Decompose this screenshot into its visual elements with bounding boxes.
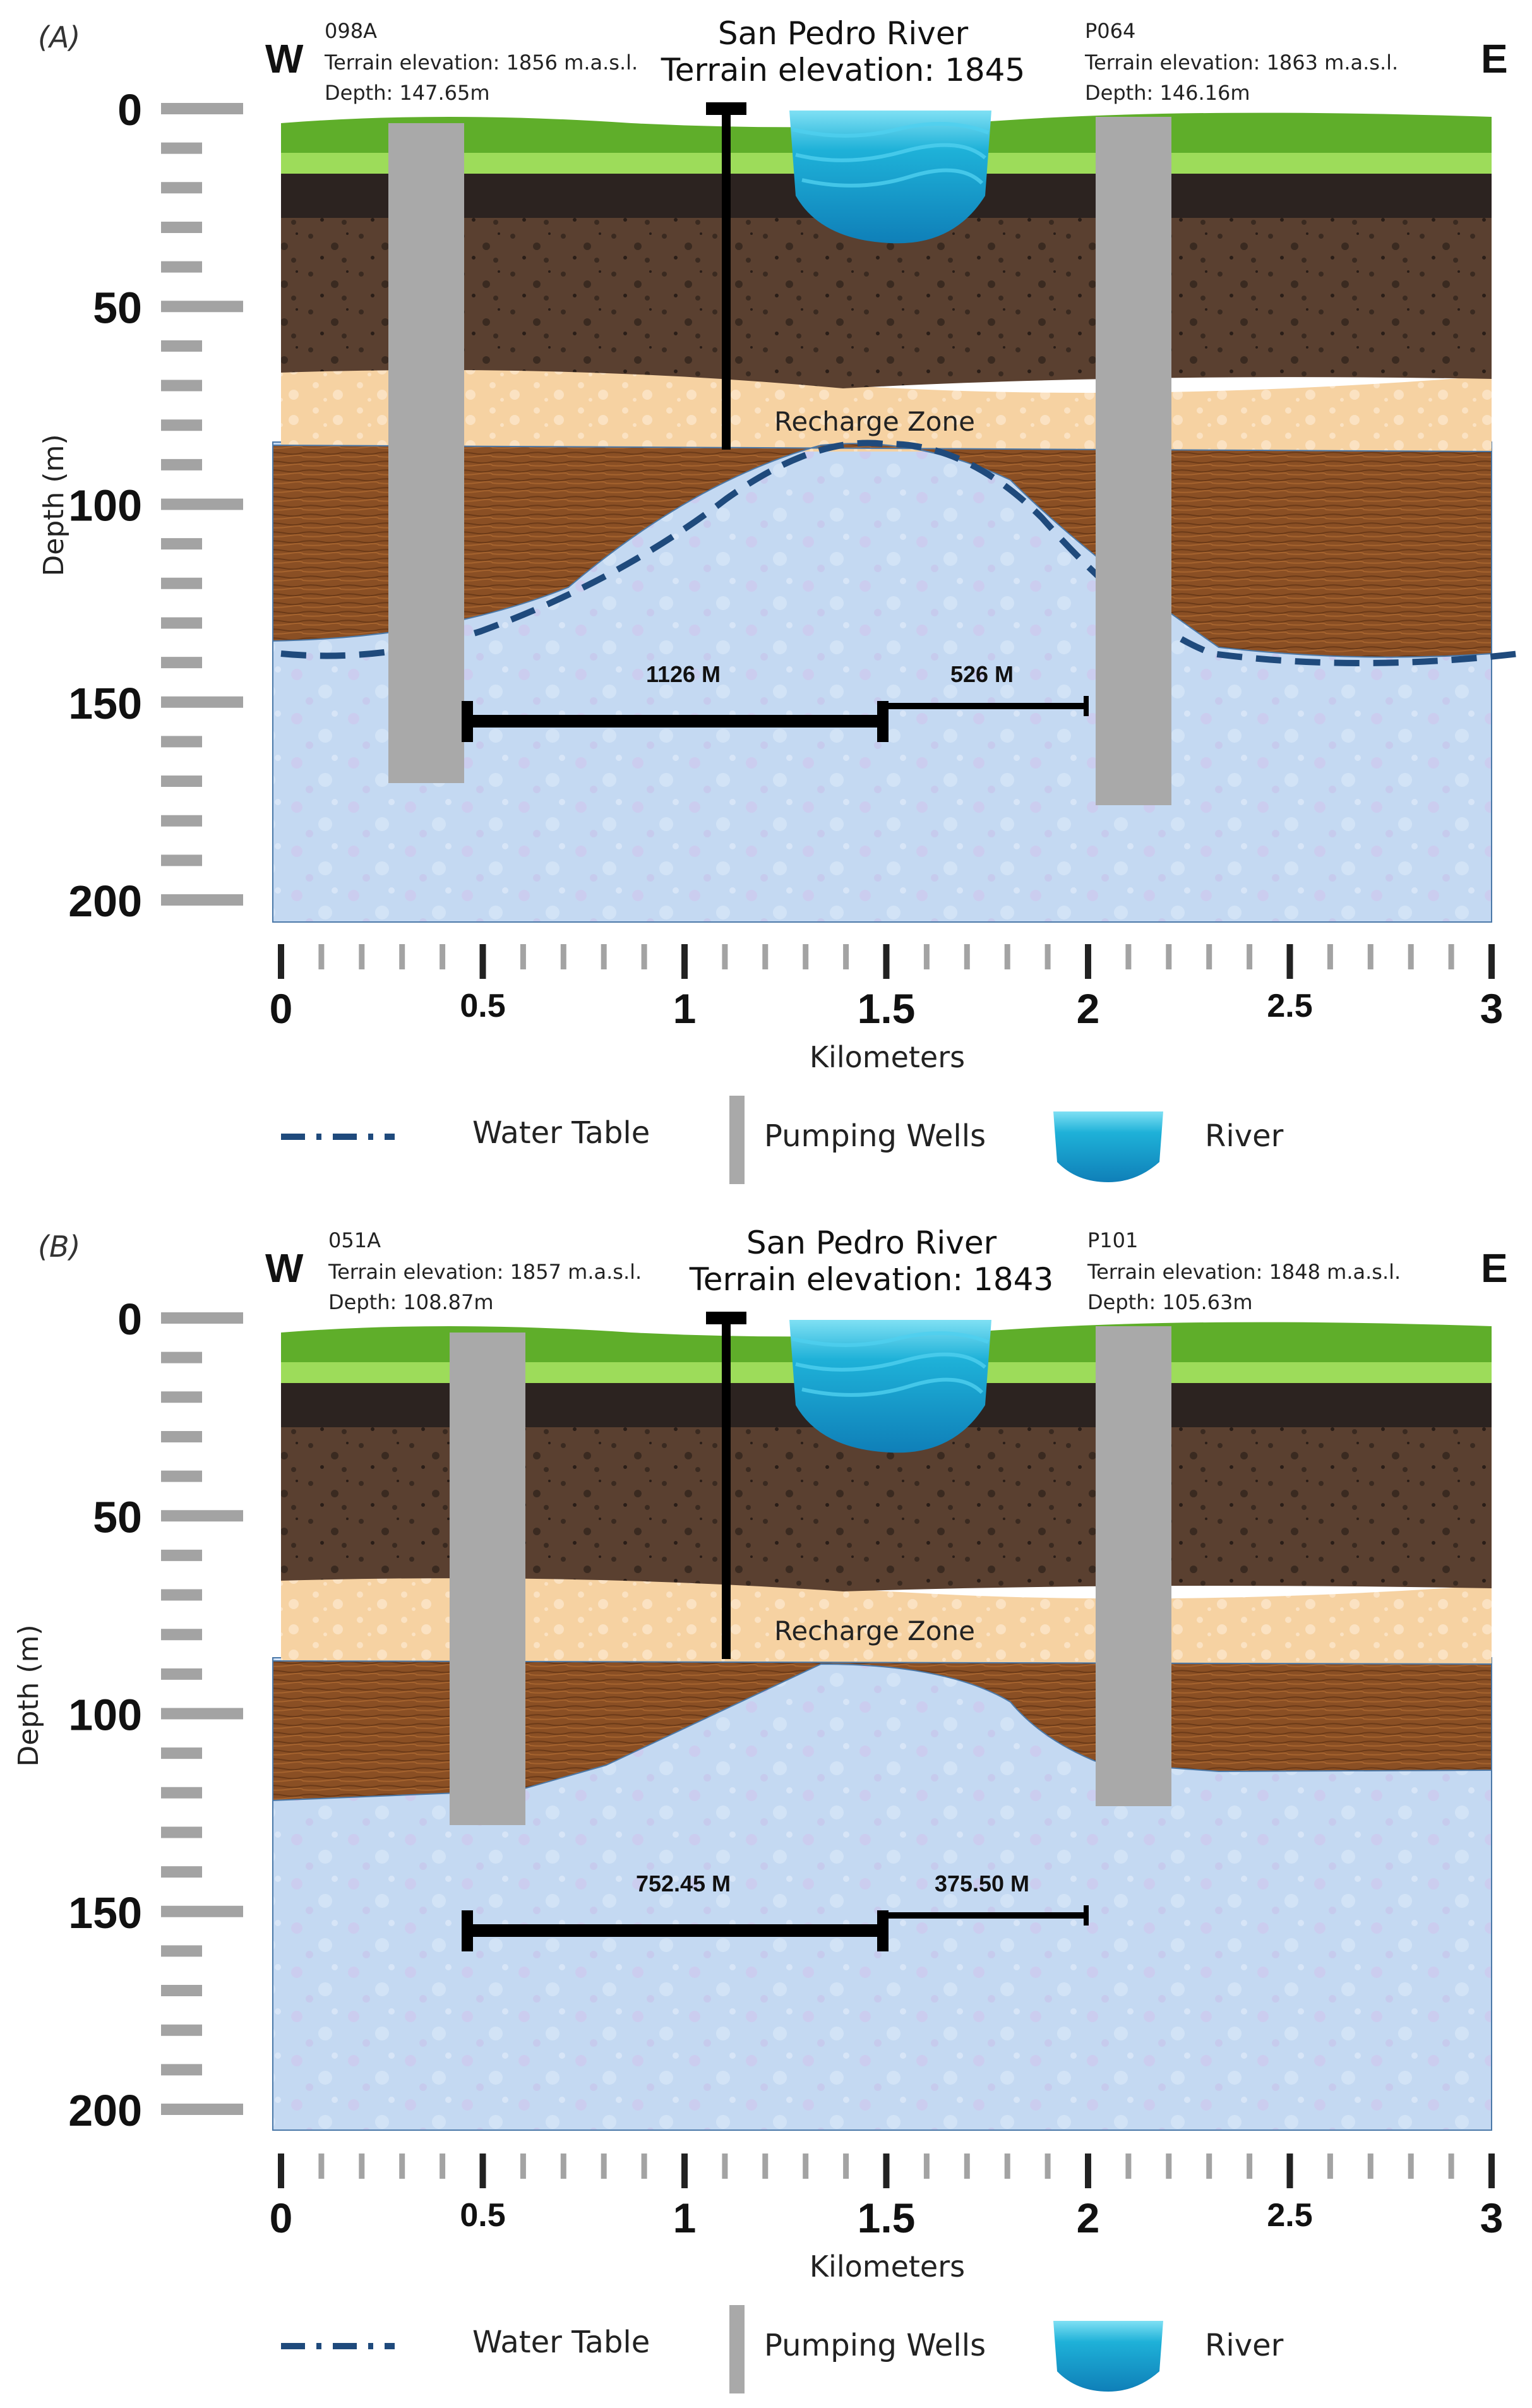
soil-layer: [281, 215, 1492, 388]
left-well: [450, 1333, 525, 1825]
km-tick-label: 0.5: [460, 2197, 505, 2234]
right-well: [1096, 1326, 1171, 1806]
legend-river-label: River: [1205, 2328, 1284, 2363]
depth-tick-label: 0: [117, 85, 142, 135]
west-label: W: [265, 1245, 304, 1291]
river-elevation: Terrain elevation: 1843: [689, 1261, 1054, 1298]
km-tick-label: 2: [1077, 2195, 1100, 2241]
km-tick-label: 1: [673, 985, 697, 1032]
legend-river-label: River: [1205, 1118, 1284, 1154]
east-label: E: [1481, 36, 1508, 81]
cross-section: [272, 111, 1492, 923]
legend: Water Table Pumping Wells River: [281, 2305, 1284, 2393]
legend: Water Table Pumping Wells River: [281, 1096, 1284, 1184]
clay-layer: [272, 1660, 1492, 1802]
km-tick-label: 2: [1077, 985, 1100, 1032]
depth-tick-label: 200: [68, 2086, 142, 2135]
left-well-id: 051A: [328, 1228, 381, 1252]
legend-water-table-label: Water Table: [472, 1115, 650, 1151]
recharge-zone-label: Recharge Zone: [774, 1615, 975, 1646]
depth-axis: 0 50 100 150 200: [68, 85, 243, 926]
depth-tick-label: 0: [117, 1295, 142, 1344]
panel-a: (A) W E 098A Terrain elevation: 1856 m.a…: [38, 15, 1519, 1184]
panel-label: (A): [38, 20, 80, 54]
km-tick-label: 0: [270, 985, 293, 1032]
left-well-elevation: Terrain elevation: 1857 m.a.s.l.: [328, 1260, 642, 1284]
depth-tick-label: 50: [93, 283, 142, 332]
right-well-id: P101: [1087, 1228, 1138, 1252]
recharge-zone-label: Recharge Zone: [774, 406, 975, 437]
km-tick-label: 3: [1480, 985, 1504, 1032]
river-name: San Pedro River: [718, 15, 969, 52]
river-elevation: Terrain elevation: 1845: [661, 52, 1026, 88]
depth-axis-label: Depth (m): [13, 1624, 45, 1766]
left-well-depth: Depth: 108.87m: [328, 1290, 494, 1314]
km-tick-label: 1.5: [858, 985, 916, 1032]
legend-river-icon: [1053, 1111, 1163, 1182]
river-name: San Pedro River: [746, 1225, 997, 1261]
left-well: [388, 123, 464, 783]
right-well-depth: Depth: 105.63m: [1087, 1290, 1253, 1314]
km-tick-label: 0: [270, 2195, 293, 2241]
right-well-elevation: Terrain elevation: 1863 m.a.s.l.: [1084, 51, 1398, 75]
distance-right-label: 375.50 M: [935, 1871, 1029, 1896]
km-axis-label: Kilometers: [810, 2249, 965, 2284]
depth-tick-label: 200: [68, 877, 142, 926]
left-well-elevation: Terrain elevation: 1856 m.a.s.l.: [324, 51, 638, 75]
west-label: W: [265, 36, 304, 81]
sand-layer: [281, 365, 1492, 452]
km-tick-label: 1: [673, 2195, 697, 2241]
left-well-id: 098A: [325, 19, 377, 43]
panel-label: (B): [38, 1230, 80, 1264]
km-tick-label: 2.5: [1267, 2197, 1312, 2234]
distance-right-label: 526 M: [950, 661, 1014, 687]
legend-river-icon: [1053, 2321, 1163, 2392]
depth-tick-label: 100: [68, 481, 142, 530]
right-well: [1096, 117, 1171, 805]
legend-wells-label: Pumping Wells: [764, 1118, 986, 1154]
depth-tick-label: 150: [68, 1888, 142, 1938]
right-well-elevation: Terrain elevation: 1848 m.a.s.l.: [1087, 1260, 1401, 1284]
legend-water-table-label: Water Table: [472, 2325, 650, 2360]
panel-b: (B) W E 051A Terrain elevation: 1857 m.a…: [13, 1225, 1508, 2393]
distance-left-label: 752.45 M: [636, 1871, 731, 1896]
east-label: E: [1481, 1245, 1508, 1291]
depth-tick-label: 50: [93, 1492, 142, 1542]
left-well-depth: Depth: 147.65m: [325, 81, 490, 105]
depth-tick-label: 150: [68, 679, 142, 728]
depth-tick-label: 100: [68, 1691, 142, 1740]
depth-axis: 0 50 100 150 200: [68, 1295, 243, 2135]
distance-left-label: 1126 M: [646, 661, 721, 687]
km-tick-label: 2.5: [1267, 988, 1312, 1024]
km-axis-label: Kilometers: [810, 1040, 965, 1074]
km-axis: 0 0.5 1 1.5 2 2.5 3: [270, 944, 1504, 1032]
km-tick-label: 1.5: [858, 2195, 916, 2241]
depth-axis-label: Depth (m): [38, 434, 70, 576]
legend-well-icon: [729, 2305, 745, 2393]
right-well-id: P064: [1085, 19, 1135, 43]
km-tick-label: 0.5: [460, 988, 505, 1024]
km-tick-label: 3: [1480, 2195, 1504, 2241]
legend-well-icon: [729, 1096, 745, 1184]
sand-layer: [281, 1572, 1492, 1664]
water-table-line: [280, 440, 1519, 666]
legend-wells-label: Pumping Wells: [764, 2328, 986, 2363]
km-axis: 0 0.5 1 1.5 2 2.5 3: [270, 2153, 1504, 2241]
soil-layer: [281, 1424, 1492, 1591]
right-well-depth: Depth: 146.16m: [1085, 81, 1250, 105]
